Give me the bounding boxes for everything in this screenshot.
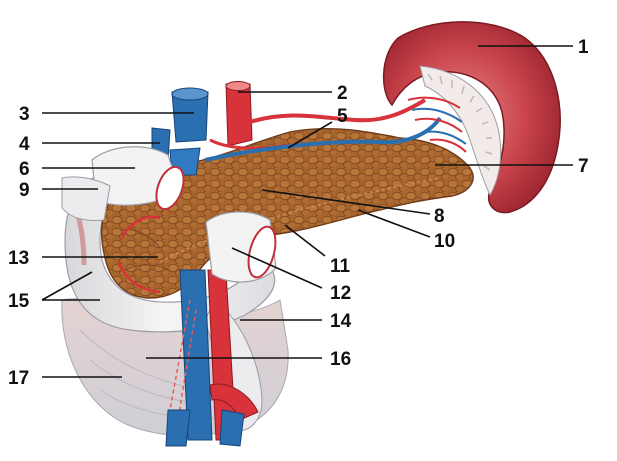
label-3: 3	[19, 104, 30, 125]
label-6: 6	[19, 159, 30, 180]
cut-bowel-ends	[61, 146, 277, 283]
leader-10	[357, 209, 431, 238]
label-7: 7	[578, 156, 589, 177]
number-labels: 1 2 3 4 5 6 7 8 9 10 11 12 13 14 15 16 1…	[8, 37, 589, 389]
leader-12	[231, 247, 323, 289]
label-2: 2	[337, 83, 348, 104]
label-14: 14	[330, 311, 352, 332]
label-5: 5	[337, 106, 348, 127]
leader-15a	[41, 271, 93, 301]
label-12: 12	[330, 283, 351, 304]
leader-lines	[41, 45, 573, 378]
label-17: 17	[8, 368, 29, 389]
leader-11	[284, 224, 326, 257]
label-16: 16	[330, 349, 351, 370]
label-1: 1	[578, 37, 589, 58]
leader-8	[261, 189, 431, 215]
label-4: 4	[19, 134, 30, 155]
vessels	[151, 81, 442, 447]
label-10: 10	[434, 231, 455, 252]
label-13: 13	[8, 248, 29, 269]
label-9: 9	[19, 180, 30, 201]
leader-5	[287, 121, 333, 149]
label-15: 15	[8, 291, 30, 312]
label-8: 8	[434, 206, 445, 227]
label-11: 11	[330, 256, 351, 277]
